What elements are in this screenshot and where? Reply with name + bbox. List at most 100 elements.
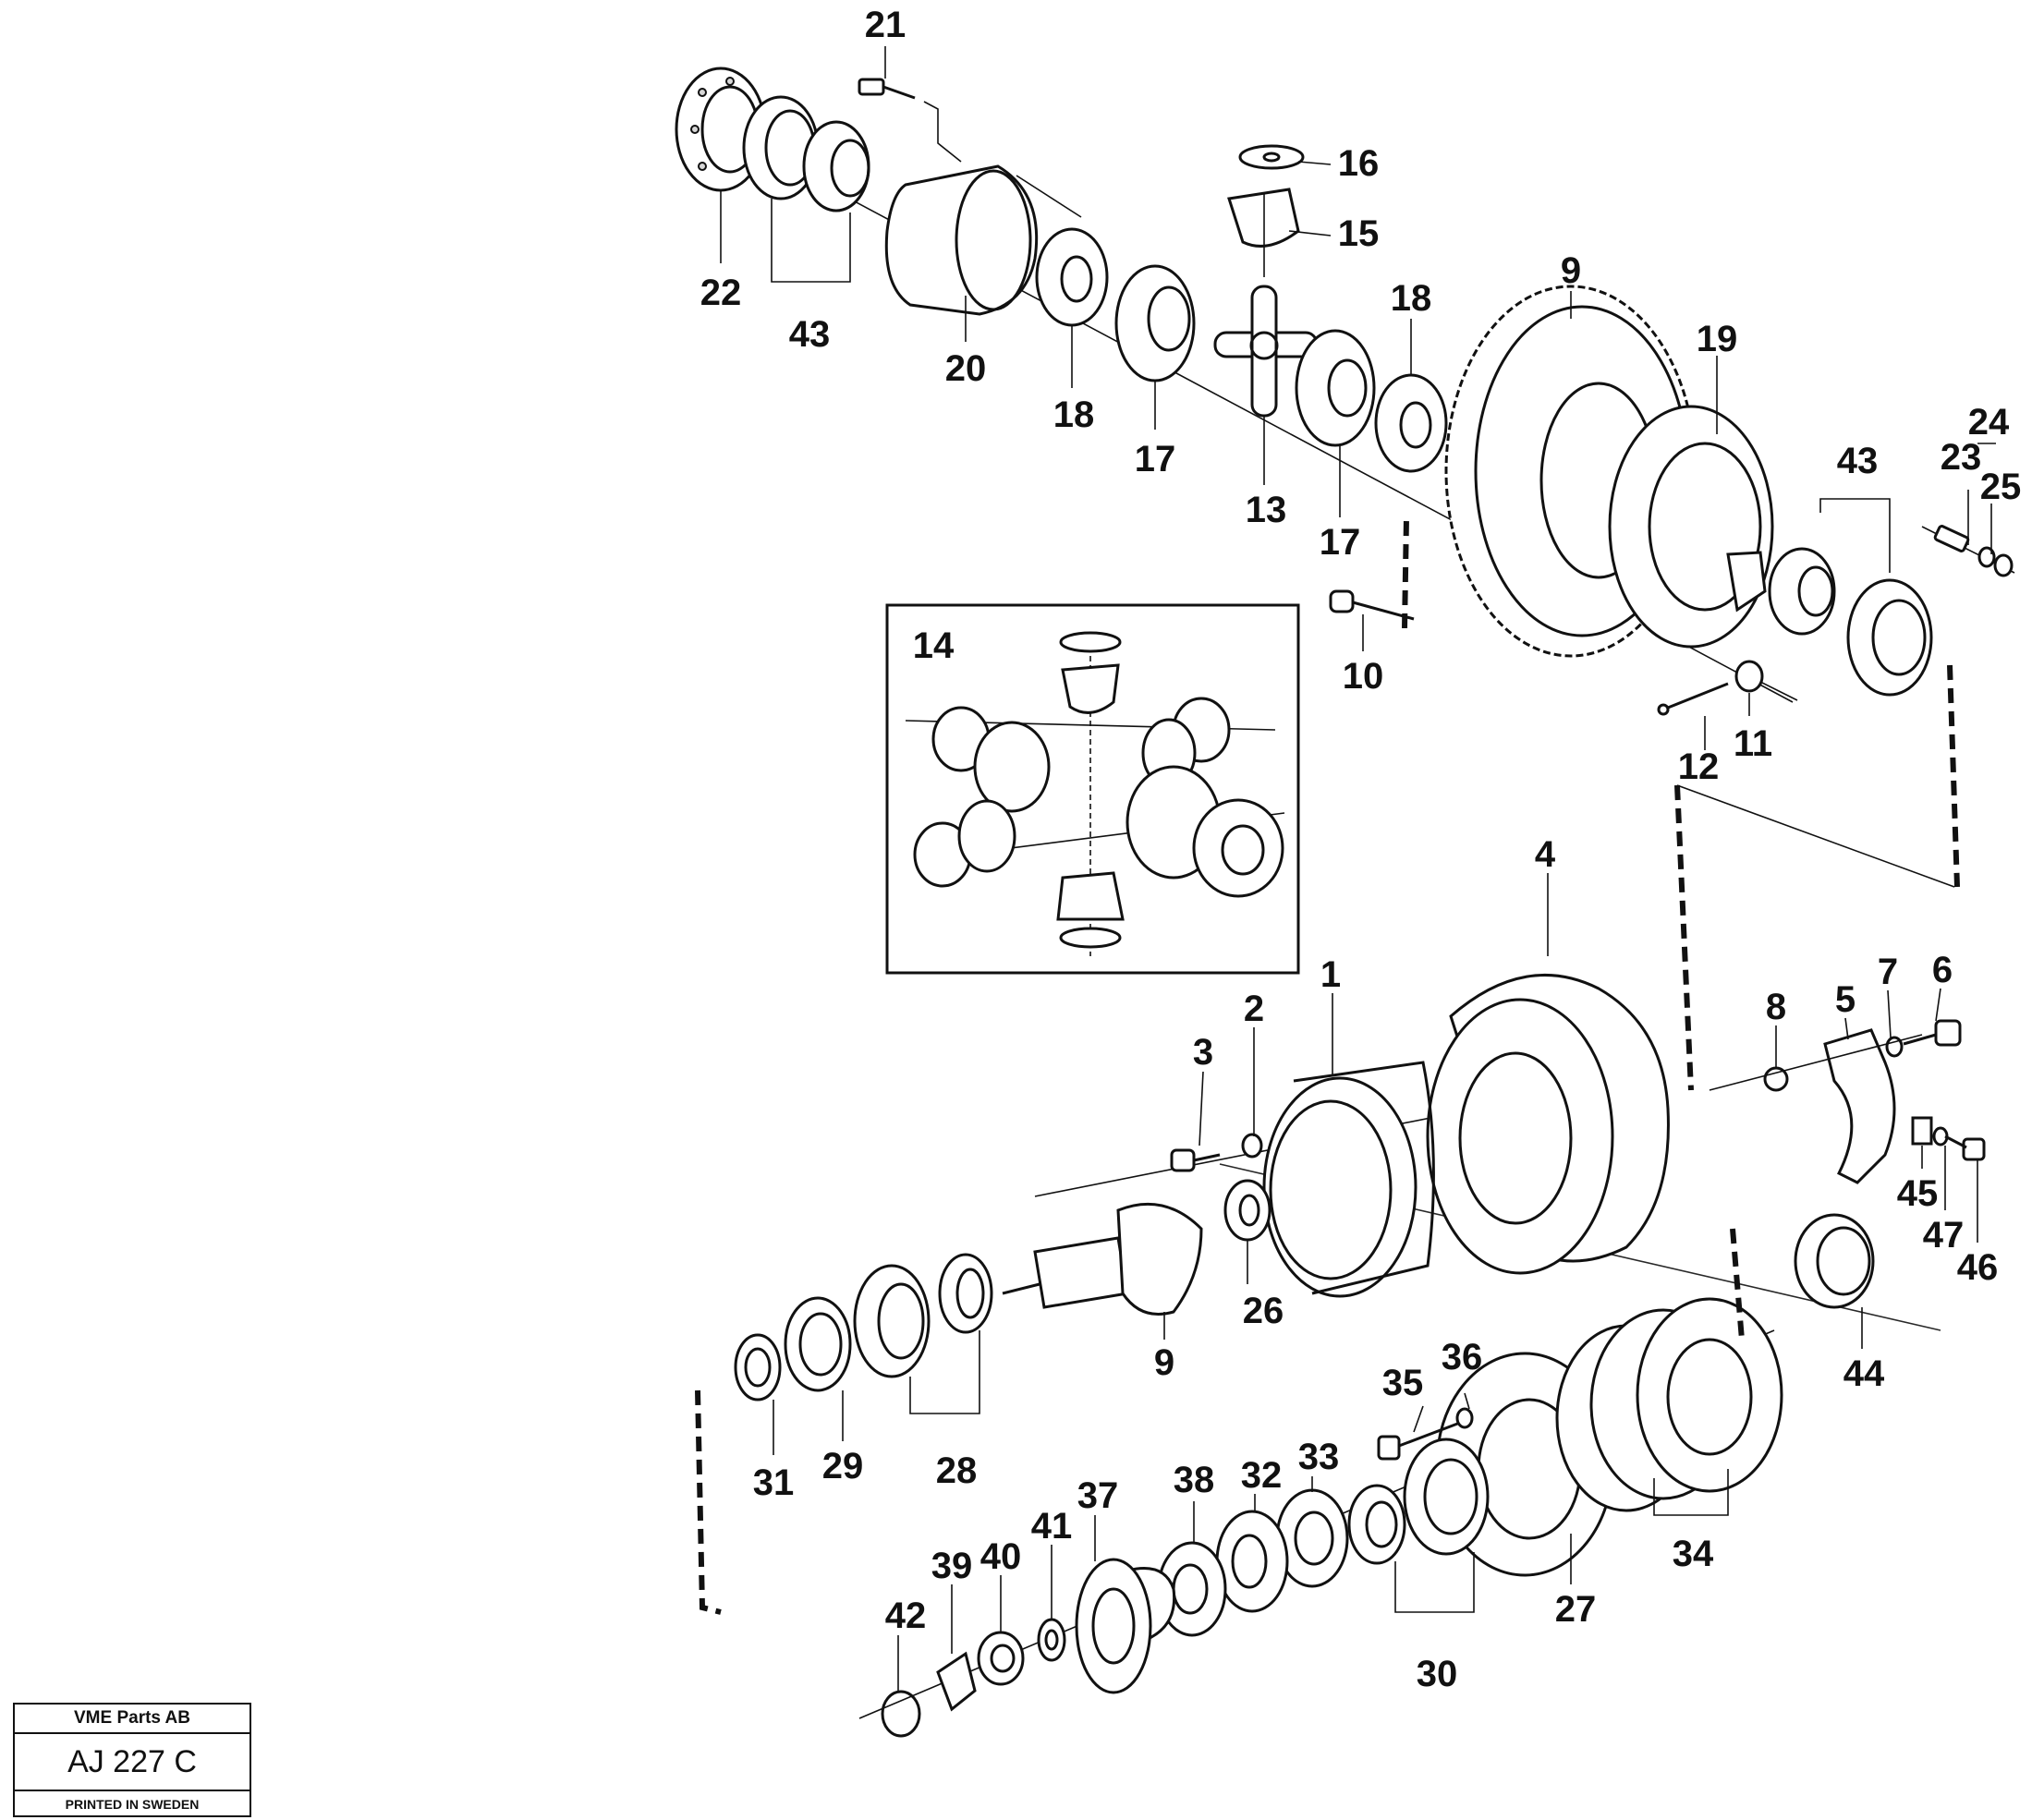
callout-26: 26 [1243,1291,1284,1331]
part-16-pinion-washer [1238,144,1305,170]
part-15-diff-pinion [1227,188,1300,277]
callout-1: 1 [1320,954,1341,995]
part-4-axle-housing [1426,973,1670,1275]
callout-17-right: 17 [1320,522,1361,563]
callout-41: 41 [1031,1506,1073,1547]
part-39-lock-washer [936,1651,977,1712]
part-30-outer-bearing [1347,1438,1490,1565]
callout-22: 22 [700,273,742,313]
callout-18-right: 18 [1391,278,1432,319]
callout-34: 34 [1673,1534,1714,1574]
part-31-sleeve [734,1333,782,1401]
part-18-thrust-washer-right [1374,373,1448,473]
callout-43-left: 43 [789,314,831,355]
part-35-bolt [1377,1421,1461,1461]
drawing-number: AJ 227 C [15,1734,249,1791]
part-5-lock [1823,1028,1896,1184]
callout-43-right: 43 [1837,441,1879,481]
part-29-spacer [784,1296,852,1392]
callout-39: 39 [931,1546,973,1586]
part-37-companion-flange [1075,1558,1176,1694]
upper-assembly [675,67,2015,1091]
part-18-thrust-washer-left [1035,227,1109,327]
inset-14-planetary-set [885,603,1300,975]
part-34-shim-pack [1555,1297,1783,1512]
callout-28: 28 [936,1450,978,1491]
callout-24: 24 [1968,402,2010,443]
callout-36: 36 [1442,1337,1483,1377]
part-43-bearing-left [742,95,870,212]
part-26-pilot-bearing [1223,1179,1272,1242]
part-19-diff-case-half [1608,405,1774,649]
callout-18-left: 18 [1053,394,1095,435]
callout-20: 20 [945,348,987,389]
callout-37: 37 [1077,1475,1119,1516]
callout-16: 16 [1338,143,1380,184]
part-47-washer [1932,1126,1949,1147]
part-9-drive-pinion [1002,1202,1203,1316]
callout-8: 8 [1766,987,1786,1027]
callout-3: 3 [1193,1032,1213,1073]
part-17-side-gear-right [1295,329,1376,447]
part-3-bolt [1170,1148,1221,1172]
callout-4: 4 [1535,834,1556,875]
printed-note: PRINTED IN SWEDEN [65,1797,200,1812]
callout-47: 47 [1923,1215,1965,1256]
callout-23: 23 [1941,437,1982,478]
part-28-pinion-bearing [853,1253,993,1378]
lower-assembly [695,973,1986,1738]
title-block: VME Parts AB AJ 227 C PRINTED IN SWEDEN [13,1703,251,1817]
callout-40: 40 [980,1536,1022,1577]
callout-31: 31 [753,1462,795,1503]
part-17-side-gear-left [1114,264,1196,382]
callout-25: 25 [1980,467,2022,507]
callout-6: 6 [1932,950,1953,990]
callout-13: 13 [1246,490,1287,530]
callout-29: 29 [822,1446,864,1486]
callout-30: 30 [1417,1654,1458,1694]
part-40-pinion-nut [977,1631,1025,1686]
leader-lines [720,46,1996,1691]
callout-12: 12 [1678,746,1720,787]
callout-14: 14 [913,625,955,666]
callout-labels: 1 2 3 4 5 6 7 8 9 9 10 11 12 13 14 15 16… [700,5,2022,1694]
part-6-bolt [1903,1019,1962,1047]
part-36-washer [1455,1407,1474,1429]
callout-44: 44 [1843,1353,1885,1394]
callout-10: 10 [1343,656,1384,697]
callout-5: 5 [1835,979,1856,1020]
callout-15: 15 [1338,213,1380,254]
part-11-12-nut-and-pin [1657,660,1798,716]
part-1-carrier-ring [1262,1061,1435,1298]
part-2-washer [1241,1133,1263,1159]
company-name: VME Parts AB [15,1705,249,1734]
callout-21: 21 [865,5,906,45]
part-23-24-25-bolt-set [1921,525,2015,577]
part-21-bolt [858,78,962,163]
part-44-adjusting-nut [1794,1213,1875,1309]
part-10-crown-wheel-bolt [1329,516,1415,629]
callout-7: 7 [1878,952,1898,992]
callout-46: 46 [1957,1247,1999,1288]
callout-42: 42 [885,1596,927,1636]
part-43-bearing-right [1768,547,1933,697]
part-32-oil-seal [1215,1510,1289,1613]
part-42-circlip [881,1690,921,1738]
callout-2: 2 [1244,989,1264,1029]
part-41-washer [1037,1618,1066,1662]
part-46-bolt [1944,1134,1986,1161]
callout-27: 27 [1555,1589,1597,1630]
callout-19: 19 [1697,319,1738,359]
callout-17-left: 17 [1135,439,1176,479]
part-20-diff-case-half [884,164,1082,316]
callout-9-drive-pinion: 9 [1154,1342,1174,1383]
callout-33: 33 [1298,1437,1340,1477]
part-45-lock-plate [1911,1116,1933,1146]
callout-32: 32 [1241,1455,1283,1496]
callout-45: 45 [1897,1173,1939,1214]
callout-9-crown-wheel: 9 [1561,250,1581,291]
callout-11: 11 [1734,723,1772,764]
callout-38: 38 [1174,1460,1215,1500]
callout-35: 35 [1382,1363,1424,1403]
